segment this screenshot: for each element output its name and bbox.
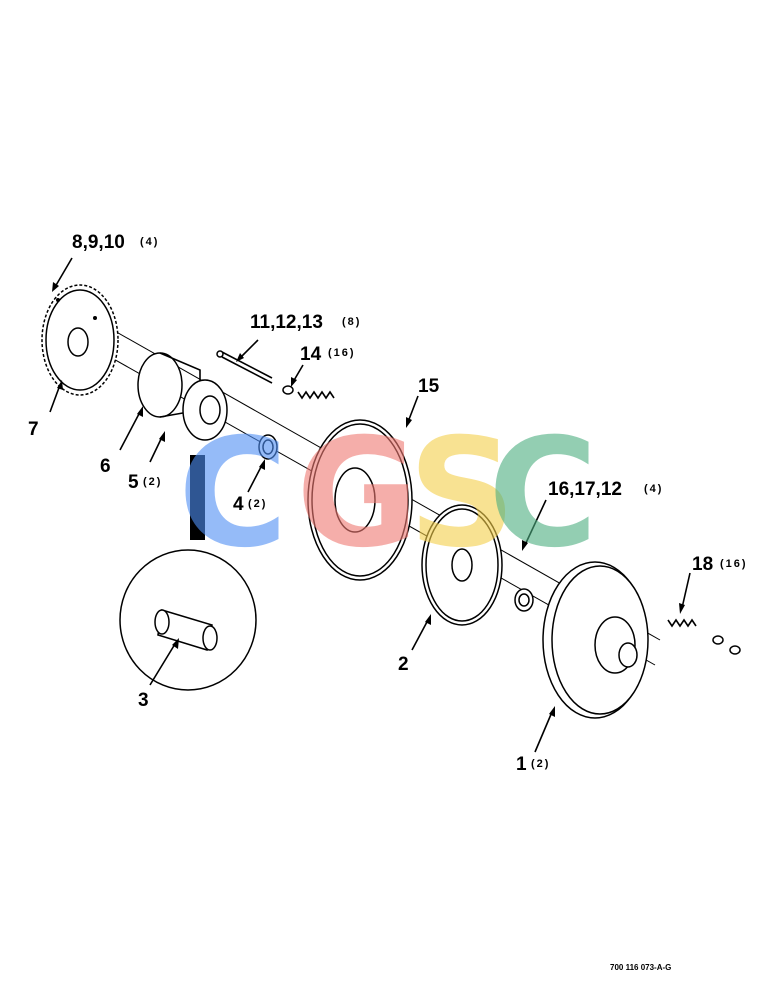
- callout-11-12-13-qty: (8): [342, 316, 361, 328]
- callout-2-label: 2: [398, 654, 409, 675]
- sprocket: [41, 284, 119, 396]
- callout-18-label: 18: [692, 554, 713, 575]
- watermark: C G S C: [178, 407, 598, 581]
- callout-7-label: 7: [28, 419, 39, 440]
- callout-11-12-13-label: 11,12,13: [250, 312, 323, 333]
- pressure-plate: [421, 504, 503, 626]
- callout-15-label: 15: [418, 376, 440, 397]
- friction-plate: [307, 419, 413, 581]
- callout-5-label: 5: [128, 472, 139, 493]
- leader-arrows: [49, 257, 691, 753]
- callout-8-9-10-qty: (4): [140, 236, 159, 248]
- watermark-letter-g: G: [296, 407, 419, 581]
- detail-circle: [119, 455, 257, 691]
- callout-16-17-12-label: 16,17,12: [548, 479, 622, 500]
- bolt-set: [216, 350, 273, 384]
- callout-1-label: 1: [516, 754, 527, 775]
- callout-14-label: 14: [300, 344, 322, 365]
- callout-14-qty: (16): [328, 347, 356, 359]
- flange-hub: [542, 561, 649, 719]
- drawing-number: 700 116 073-A-G: [610, 963, 671, 972]
- callouts: 8,9,10 (4) 11,12,13 (8) 14 (16) 15 7 6 5…: [28, 232, 748, 775]
- hub: [137, 352, 228, 441]
- callout-4-label: 4: [233, 494, 244, 515]
- watermark-letter-c1: C: [178, 407, 288, 581]
- callout-6-label: 6: [100, 456, 111, 477]
- watermark-letter-s: S: [408, 407, 516, 581]
- washer-4: [258, 434, 278, 460]
- callout-3-label: 3: [138, 690, 149, 711]
- spring-14: [282, 385, 335, 400]
- callout-4-qty: (2): [248, 498, 267, 510]
- callout-16-17-12-qty: (4): [644, 483, 663, 495]
- callout-5-qty: (2): [143, 476, 162, 488]
- washer-small: [514, 588, 534, 612]
- callout-18-qty: (16): [720, 558, 748, 570]
- bushing: [154, 608, 218, 652]
- callout-8-9-10-label: 8,9,10: [72, 232, 125, 253]
- callout-1-qty: (2): [531, 758, 550, 770]
- spring-18: [667, 618, 741, 655]
- watermark-letter-c2: C: [488, 407, 598, 581]
